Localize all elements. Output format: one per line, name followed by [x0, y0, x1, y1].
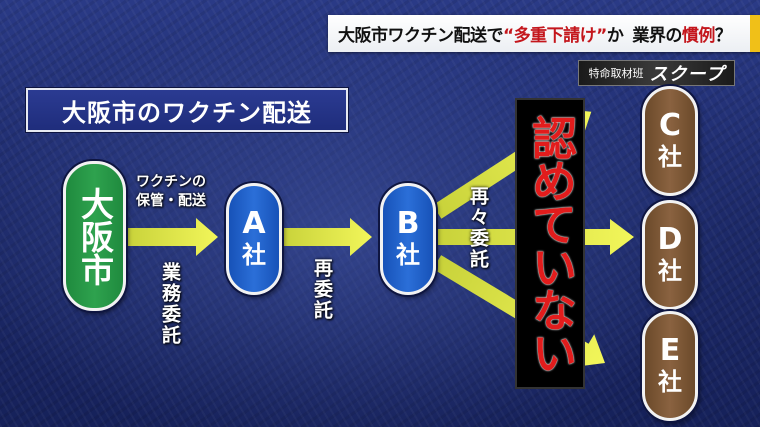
node-osaka-city: 大阪市 — [63, 161, 126, 311]
node-company-c: C 社 — [642, 86, 698, 196]
node-b-suffix: 社 — [396, 241, 420, 269]
node-c-letter: C — [658, 108, 682, 143]
headline-qmark: ？ — [714, 26, 732, 46]
headline-quoted: “多重下請け” — [503, 26, 607, 46]
node-company-e: E 社 — [642, 311, 698, 421]
badge-title: スクープ — [649, 64, 725, 85]
label-storage-line1: ワクチンの — [136, 174, 206, 190]
denial-text: 認めていない — [524, 114, 577, 373]
node-e-letter: E — [659, 333, 681, 368]
node-e-suffix: 社 — [658, 368, 682, 396]
label-storage-delivery: ワクチンの 保管・配送 — [125, 173, 217, 211]
label-storage-line2: 保管・配送 — [136, 193, 206, 209]
node-c-suffix: 社 — [658, 143, 682, 171]
node-osaka-text: 大阪市 — [75, 186, 115, 286]
node-company-a: A 社 — [226, 183, 282, 295]
denial-panel: 認めていない — [515, 98, 585, 389]
label-re-recontract: 再々委託 — [467, 186, 489, 270]
badge-label: 特命取材班 — [588, 67, 644, 80]
label-business-contract: 業務委託 — [159, 262, 181, 346]
diagram-title-text: 大阪市のワクチン配送 — [62, 97, 312, 127]
node-b-letter: B — [396, 206, 420, 241]
node-company-b: B 社 — [380, 183, 436, 295]
headline-text: 大阪市ワクチン配送で“多重下請け”か業界の慣例？ — [328, 21, 732, 46]
headline-emph: 慣例 — [681, 26, 716, 46]
node-d-letter: D — [657, 222, 683, 257]
headline-part2: か — [606, 26, 624, 46]
node-a-letter: A — [242, 206, 266, 241]
node-a-suffix: 社 — [242, 241, 266, 269]
diagram-title: 大阪市のワクチン配送 — [26, 88, 348, 132]
program-badge: 特命取材班 スクープ — [578, 60, 735, 86]
headline-part3: 業界の — [632, 26, 682, 46]
headline-bar: 大阪市ワクチン配送で“多重下請け”か業界の慣例？ — [328, 15, 760, 52]
node-d-suffix: 社 — [658, 257, 682, 285]
label-recontract: 再委託 — [311, 258, 333, 321]
arrow-a-to-b — [282, 218, 372, 256]
arrow-osaka-to-a — [126, 218, 218, 256]
node-company-d: D 社 — [642, 200, 698, 310]
headline-part1: 大阪市ワクチン配送で — [338, 26, 504, 46]
